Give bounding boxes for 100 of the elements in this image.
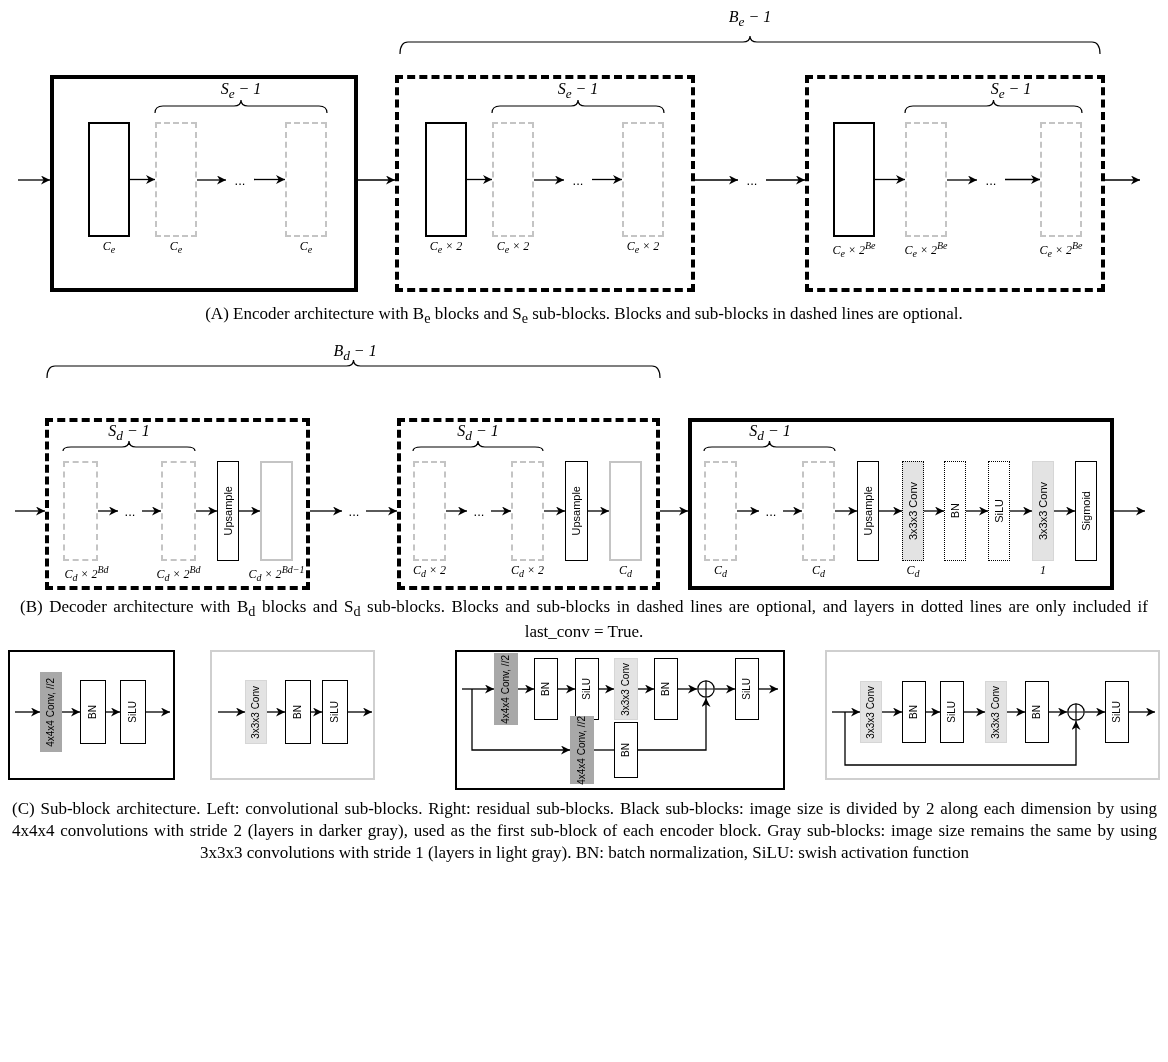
channel-label: C$_{e}$ × 2$^{Be}$ xyxy=(904,240,948,260)
layer-label: 4x4x4 Conv, //2 xyxy=(501,654,511,724)
arrow xyxy=(587,506,610,516)
layer-box xyxy=(985,681,1007,743)
layer-box xyxy=(614,658,638,720)
arrow xyxy=(1009,506,1033,516)
arrow xyxy=(533,175,565,185)
channel-label: C$_{e}$ xyxy=(169,240,183,256)
arrow xyxy=(461,684,495,694)
layer-box xyxy=(1032,461,1054,561)
layer-box xyxy=(245,680,267,744)
layer-label: SiLU xyxy=(947,701,957,723)
ellipsis-text: ... xyxy=(977,170,1005,190)
layer-box xyxy=(80,680,106,744)
arrow xyxy=(637,697,711,751)
layer-label: BN xyxy=(293,705,303,719)
sub-block-box xyxy=(492,122,534,237)
layer-label: Upsample xyxy=(222,486,234,536)
channel-label: C$_{d}$ × 2$^{Bd}$ xyxy=(156,564,201,584)
arrow xyxy=(831,707,861,717)
ellipsis-text: ... xyxy=(118,501,142,521)
sub-block-box xyxy=(88,122,130,237)
layer-label: Sigmoid xyxy=(1080,491,1092,531)
count-label: B$_{d}$ − 1 xyxy=(333,342,377,364)
arrow xyxy=(145,707,171,717)
arrow xyxy=(965,506,989,516)
ellipsis-text: ... xyxy=(467,501,491,521)
layer-box xyxy=(565,461,588,561)
sub-block-box xyxy=(260,461,293,561)
arrow xyxy=(834,506,858,516)
arrow xyxy=(714,684,736,694)
count-label: S$_{e}$ − 1 xyxy=(990,80,1032,102)
layer-label: Upsample xyxy=(571,486,582,536)
layer-box xyxy=(860,681,882,743)
arrow xyxy=(195,506,218,516)
channel-label: C$_{e}$ × 2 xyxy=(626,240,660,256)
ellipsis-text: ... xyxy=(759,501,783,521)
layer-label: 3x3x3 Conv xyxy=(991,685,1001,739)
arrow xyxy=(238,506,261,516)
layer-label: SiLU xyxy=(582,678,592,700)
sub-block-panel xyxy=(210,650,375,780)
arrow xyxy=(637,684,655,694)
arrow xyxy=(357,175,396,185)
sub-block-box xyxy=(833,122,875,237)
layer-box xyxy=(285,680,311,744)
channel-label: C$_{d}$ × 2 xyxy=(510,564,545,580)
channel-label: C$_{e}$ xyxy=(299,240,313,256)
layer-box xyxy=(1105,681,1129,743)
arrow xyxy=(310,707,323,717)
arrow xyxy=(1084,707,1106,717)
block-frame xyxy=(805,75,1105,292)
arrow xyxy=(677,684,698,694)
layer-label: SiLU xyxy=(330,701,340,723)
arrow xyxy=(782,506,803,516)
layer-label: 3x3x3 Conv xyxy=(251,685,261,739)
block-frame xyxy=(45,418,310,590)
arrow xyxy=(923,506,945,516)
sub-block-box xyxy=(622,122,664,237)
sub-block-box xyxy=(802,461,835,561)
sub-block-box xyxy=(1040,122,1082,237)
count-label: B$_{e}$ − 1 xyxy=(728,8,772,30)
sub-block-box xyxy=(161,461,196,561)
arrow xyxy=(196,175,227,185)
count-label: S$_{e}$ − 1 xyxy=(557,80,599,102)
block-frame xyxy=(688,418,1114,590)
layer-label: BN xyxy=(541,682,551,696)
layer-box xyxy=(857,461,879,561)
layer-label: 3x3x3 Conv xyxy=(621,662,631,716)
sub-block-box xyxy=(511,461,544,561)
layer-box xyxy=(494,653,518,725)
caption: (C) Sub-block architecture. Left: convolutional sub-blocks. Right: residual sub-blocks. Black sub-blocks: image size is divided by 2 along each dimension by using 4x4x4 convolutions with stride 2 (layers in darker gray), used as the first sub-block of each encoder block. Gray sub-blocks: image size remains the same by using 3x3x3 convolutions with stride 1 (layers in light gray). BN: batch normalization, SiLU: swish activation function xyxy=(12,798,1157,865)
arrow xyxy=(17,175,51,185)
layer-box xyxy=(940,681,964,743)
channel-label: C$_{e}$ × 2 xyxy=(496,240,530,256)
sub-block-panel xyxy=(455,650,785,790)
sub-block-box xyxy=(425,122,467,237)
sub-block-box xyxy=(155,122,197,237)
sub-block-box xyxy=(413,461,446,561)
arrow xyxy=(105,707,121,717)
sub-block-box xyxy=(285,122,327,237)
arrow xyxy=(844,711,1081,766)
arrow xyxy=(694,175,739,185)
layer-label: BN xyxy=(909,705,919,719)
arrow xyxy=(347,707,373,717)
channel-label: C$_{d}$ xyxy=(714,564,727,580)
layer-label: 3x3x3 Conv xyxy=(907,481,919,541)
ellipsis-text: ... xyxy=(738,170,766,190)
channel-label: C$_{e}$ × 2$^{Be}$ xyxy=(1039,240,1083,260)
channel-label: C$_{d}$ xyxy=(812,564,825,580)
layer-box xyxy=(217,461,239,561)
arrow xyxy=(309,506,343,516)
ellipsis-text: ... xyxy=(342,501,366,521)
layer-label: BN xyxy=(661,682,671,696)
block-frame xyxy=(50,75,358,292)
layer-label: SiLU xyxy=(993,499,1005,523)
layer-box xyxy=(534,658,558,720)
layer-label: SiLU xyxy=(1112,701,1122,723)
arrow xyxy=(490,506,512,516)
arrow xyxy=(266,707,286,717)
arrow xyxy=(874,175,906,184)
